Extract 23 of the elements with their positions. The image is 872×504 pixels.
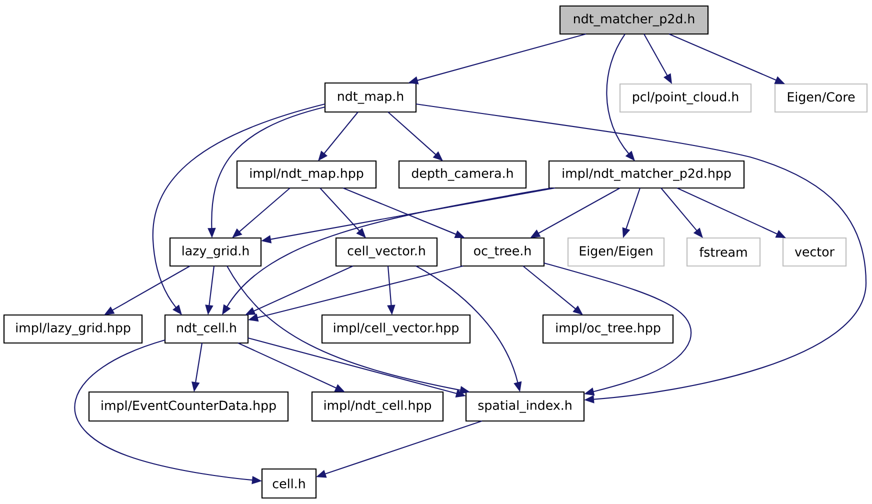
arrow [416, 103, 867, 404]
file-box: oc_tree.h [460, 237, 545, 267]
file-box: fstream [686, 237, 761, 267]
file-box: lazy_grid.h [169, 237, 262, 267]
file-box: impl/ndt_cell.hpp [311, 391, 444, 422]
file-box: Eigen/Core [774, 83, 868, 113]
file-box: ndt_cell.h [164, 314, 249, 344]
file-box: vector [782, 237, 847, 267]
file-box: cell.h [261, 468, 317, 499]
file-box: impl/ndt_matcher_p2d.hpp [548, 160, 745, 189]
file-box: impl/cell_vector.hpp [321, 314, 471, 344]
file-box: Eigen/Eigen [567, 237, 665, 267]
file-box: impl/oc_tree.hpp [542, 314, 674, 344]
arrow [544, 262, 692, 396]
file-box: pcl/point_cloud.h [619, 83, 752, 113]
file-box: spatial_index.h [465, 391, 585, 422]
file-box: depth_camera.h [398, 160, 527, 189]
file-box: ndt_map.h [324, 82, 417, 113]
file-box: cell_vector.h [335, 237, 438, 267]
file-box: impl/ndt_map.hpp [236, 160, 377, 189]
file-box: impl/EventCounterData.hpp [88, 391, 289, 422]
file-box: impl/lazy_grid.hpp [3, 314, 143, 344]
file-box: ndt_matcher_p2d.h [559, 5, 709, 35]
